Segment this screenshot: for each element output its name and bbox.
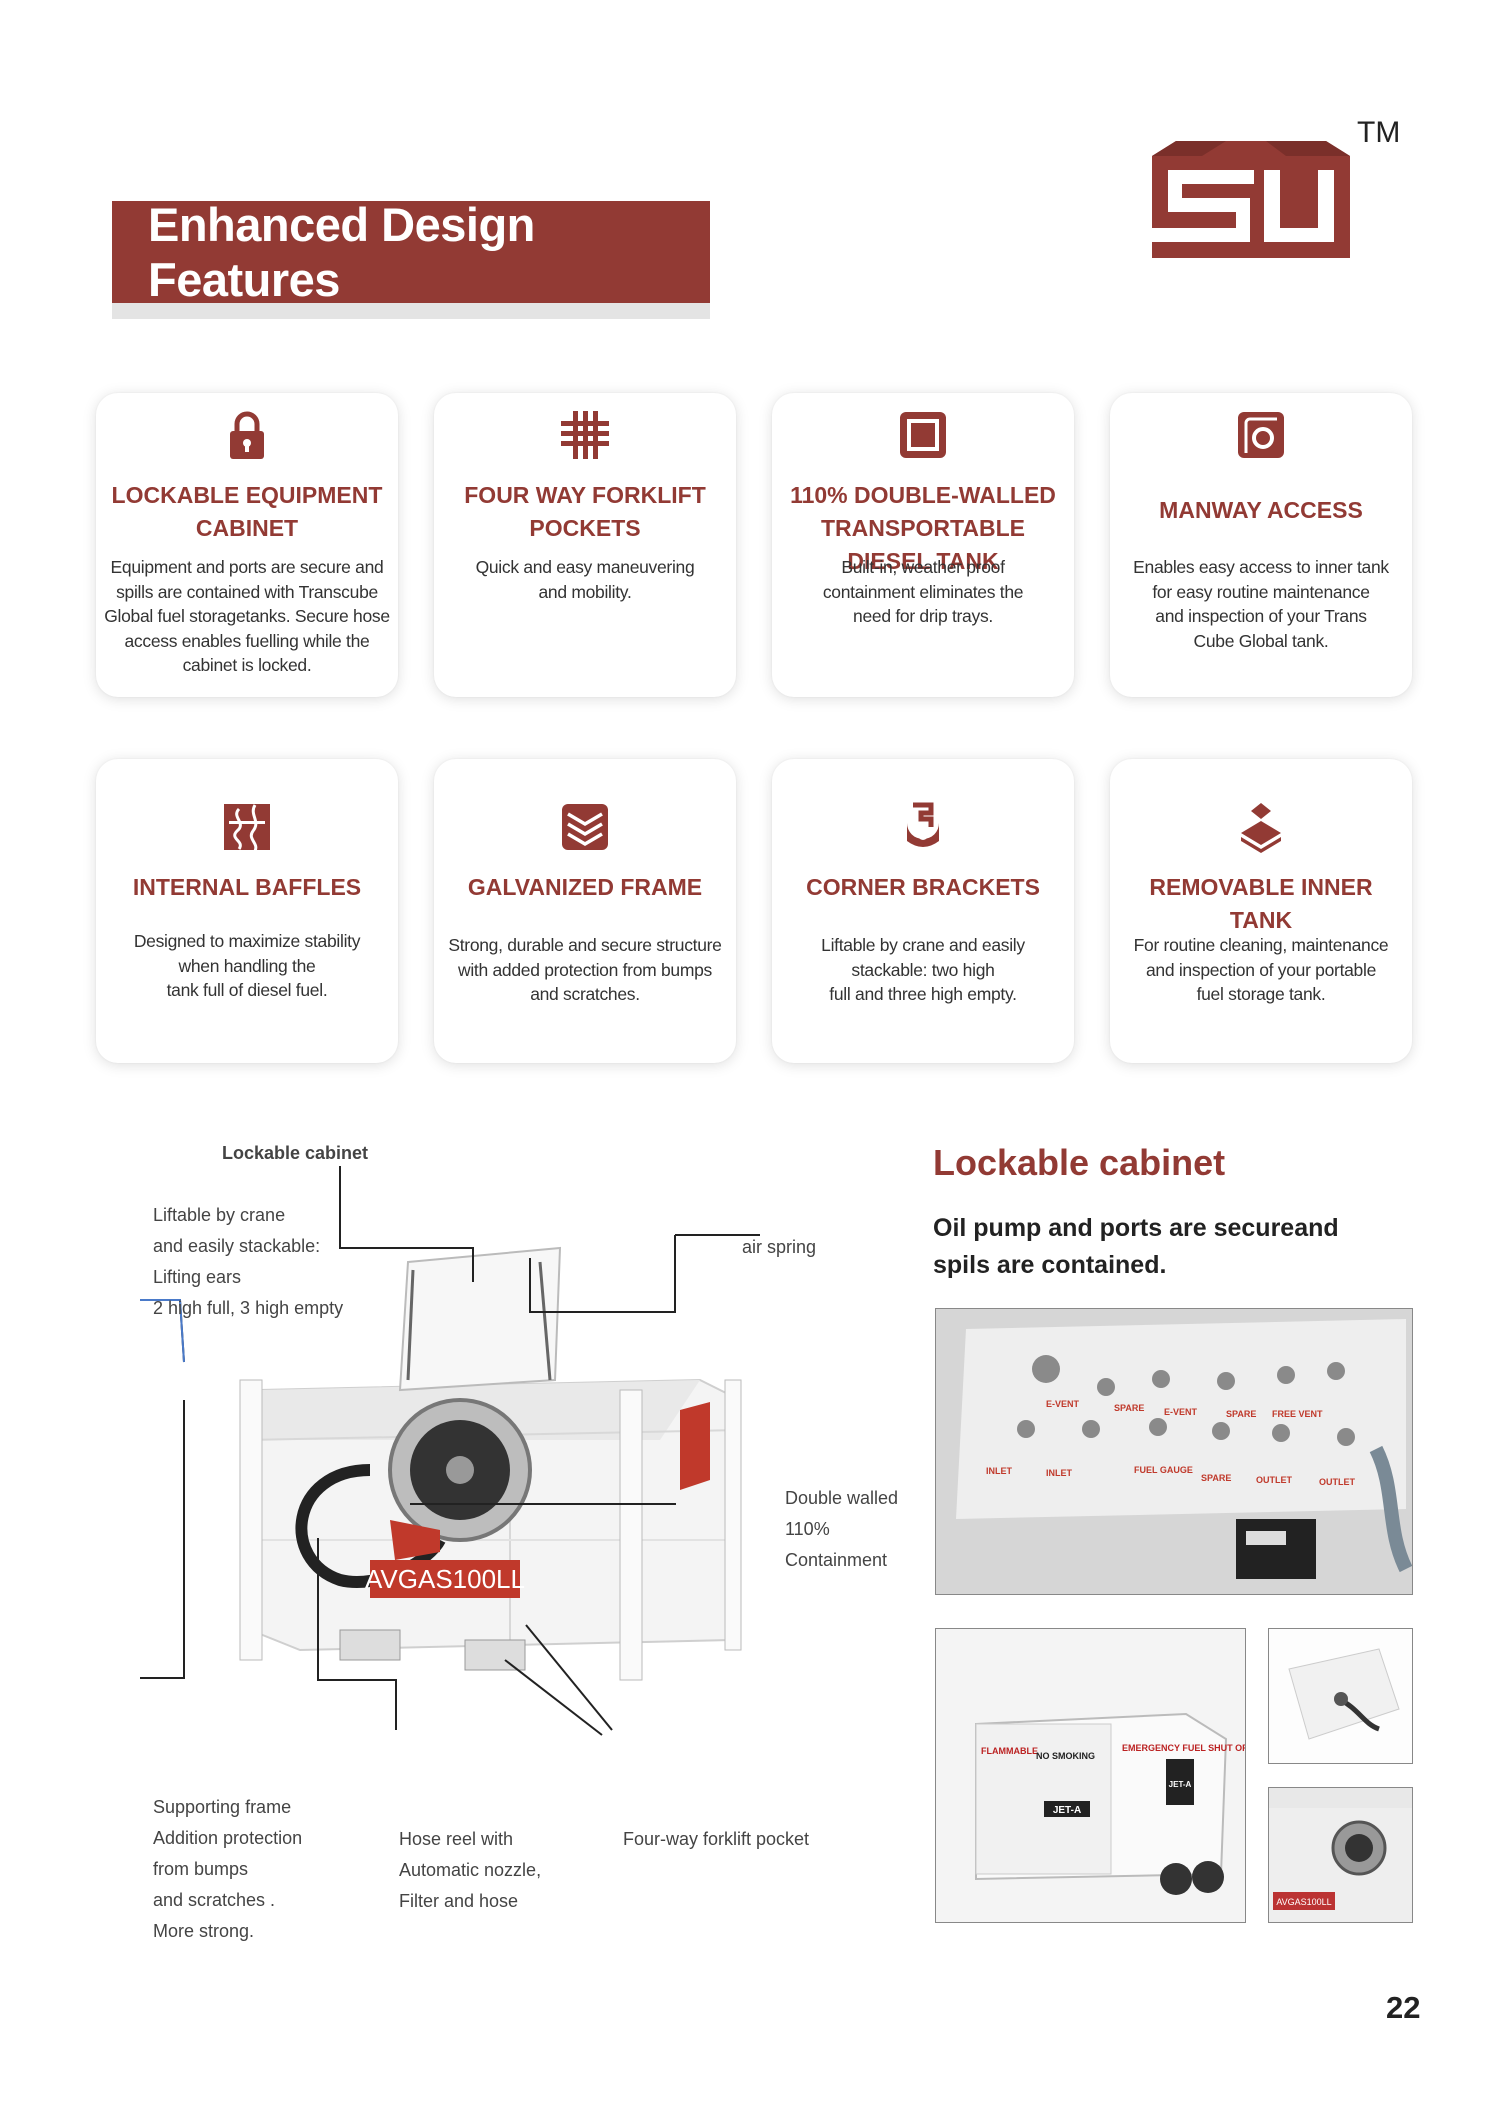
port-label: OUTLET xyxy=(1256,1475,1292,1485)
trademark: TM xyxy=(1357,116,1401,149)
brand-logo xyxy=(1152,141,1350,258)
feature-text: For routine cleaning, maintenance and in… xyxy=(1133,935,1389,1004)
port-label: E-VENT xyxy=(1046,1399,1080,1409)
feature-text: Liftable by crane and easily stackable: … xyxy=(821,935,1025,1004)
page-number: 22 xyxy=(1386,1990,1421,2025)
feature-title: LOCKABLE EQUIPMENT CABINET xyxy=(111,482,383,541)
feature-card-double-walled: 110% DOUBLE-WALLED TRANSPORTABLE DIESEL … xyxy=(772,393,1074,697)
bracket-icon xyxy=(907,802,939,847)
callout-forklift-pocket: Four-way forklift pocket xyxy=(623,1829,810,1849)
feature-text: Equipment and ports are secure and spill… xyxy=(104,557,390,675)
trailer-label: FLAMMABLE xyxy=(981,1746,1038,1756)
feature-text: Built-in, weather proof containment elim… xyxy=(822,557,1024,626)
callout-hose-reel: Hose reel with Automatic nozzle, Filter … xyxy=(399,1829,542,1911)
layers-icon xyxy=(1241,803,1281,853)
feature-title: 110% DOUBLE-WALLED TRANSPORTABLE DIESEL … xyxy=(790,482,1056,574)
grid-icon xyxy=(561,411,609,459)
feature-card-brackets: CORNER BRACKETS Liftable by crane and ea… xyxy=(772,759,1074,1063)
title-shadow xyxy=(112,303,710,319)
trailer-photo: FLAMMABLE NO SMOKING EMERGENCY FUEL SHUT… xyxy=(935,1628,1246,1923)
reel-photo: AVGAS100LL xyxy=(1268,1787,1413,1923)
port-label: FREE VENT xyxy=(1272,1409,1323,1419)
feature-card-removable: REMOVABLE INNER TANK For routine cleanin… xyxy=(1110,759,1412,1063)
port-label: FUEL GAUGE xyxy=(1134,1465,1193,1475)
trailer-label: JET-A xyxy=(1169,1780,1192,1789)
port-label: OUTLET xyxy=(1319,1477,1355,1487)
callout-double-walled: Double walled 110% Containment xyxy=(785,1488,899,1570)
port-label: E-VENT xyxy=(1164,1407,1198,1417)
page-title: Enhanced Design Features xyxy=(112,198,710,306)
feature-text: Strong, durable and secure structure wit… xyxy=(448,935,722,1004)
feature-card-forklift: FOUR WAY FORKLIFT POCKETS Quick and easy… xyxy=(434,393,736,697)
port-label: INLET xyxy=(1046,1468,1073,1478)
feature-text: Designed to maximize stability when hand… xyxy=(133,931,361,1000)
tank-label: AVGAS100LL xyxy=(365,1564,525,1594)
side-subtitle: Oil pump and ports are secureand spils a… xyxy=(933,1214,1339,1279)
feature-title: FOUR WAY FORKLIFT POCKETS xyxy=(464,482,706,541)
frame-icon xyxy=(562,804,608,850)
feature-title: MANWAY ACCESS xyxy=(1159,497,1363,523)
lock-icon xyxy=(230,411,264,459)
feature-card-lockable: LOCKABLE EQUIPMENT CABINET Equipment and… xyxy=(96,393,398,697)
trailer-label: JET-A xyxy=(1053,1805,1081,1816)
trailer-label: EMERGENCY FUEL SHUT OFF xyxy=(1122,1743,1246,1753)
manway-icon xyxy=(1238,412,1284,458)
feature-card-baffles: INTERNAL BAFFLES Designed to maximize st… xyxy=(96,759,398,1063)
feature-title: INTERNAL BAFFLES xyxy=(132,874,362,900)
port-label: SPARE xyxy=(1201,1473,1231,1483)
port-label: INLET xyxy=(986,1466,1013,1476)
callout-lockable-cabinet: Lockable cabinet xyxy=(222,1143,369,1163)
feature-card-galvanized: GALVANIZED FRAME Strong, durable and sec… xyxy=(434,759,736,1063)
feature-title: CORNER BRACKETS xyxy=(806,874,1040,900)
reel-label: AVGAS100LL xyxy=(1276,1897,1331,1907)
feature-text: Enables easy access to inner tank for ea… xyxy=(1133,557,1389,651)
side-title: Lockable cabinet xyxy=(933,1142,1226,1183)
nozzle-photo xyxy=(1268,1628,1413,1764)
port-label: SPARE xyxy=(1226,1409,1256,1419)
cabinet-photo: E-VENT SPARE E-VENT SPARE FREE VENT INLE… xyxy=(935,1308,1413,1595)
port-label: SPARE xyxy=(1114,1403,1144,1413)
trailer-label: NO SMOKING xyxy=(1036,1751,1095,1761)
square-icon xyxy=(900,412,946,458)
feature-title: REMOVABLE INNER TANK xyxy=(1149,874,1373,933)
baffles-icon xyxy=(224,804,270,852)
feature-card-manway: MANWAY ACCESS Enables easy access to inn… xyxy=(1110,393,1412,697)
callout-air-spring: air spring xyxy=(742,1237,817,1257)
feature-text: Quick and easy maneuvering and mobility. xyxy=(475,557,695,602)
tank-diagram: AVGAS100LL xyxy=(140,1166,760,1736)
callout-supporting-frame: Supporting frame Addition protection fro… xyxy=(153,1797,303,1941)
callout-liftable: Liftable by crane and easily stackable: … xyxy=(153,1205,344,1318)
feature-title: GALVANIZED FRAME xyxy=(467,874,703,900)
